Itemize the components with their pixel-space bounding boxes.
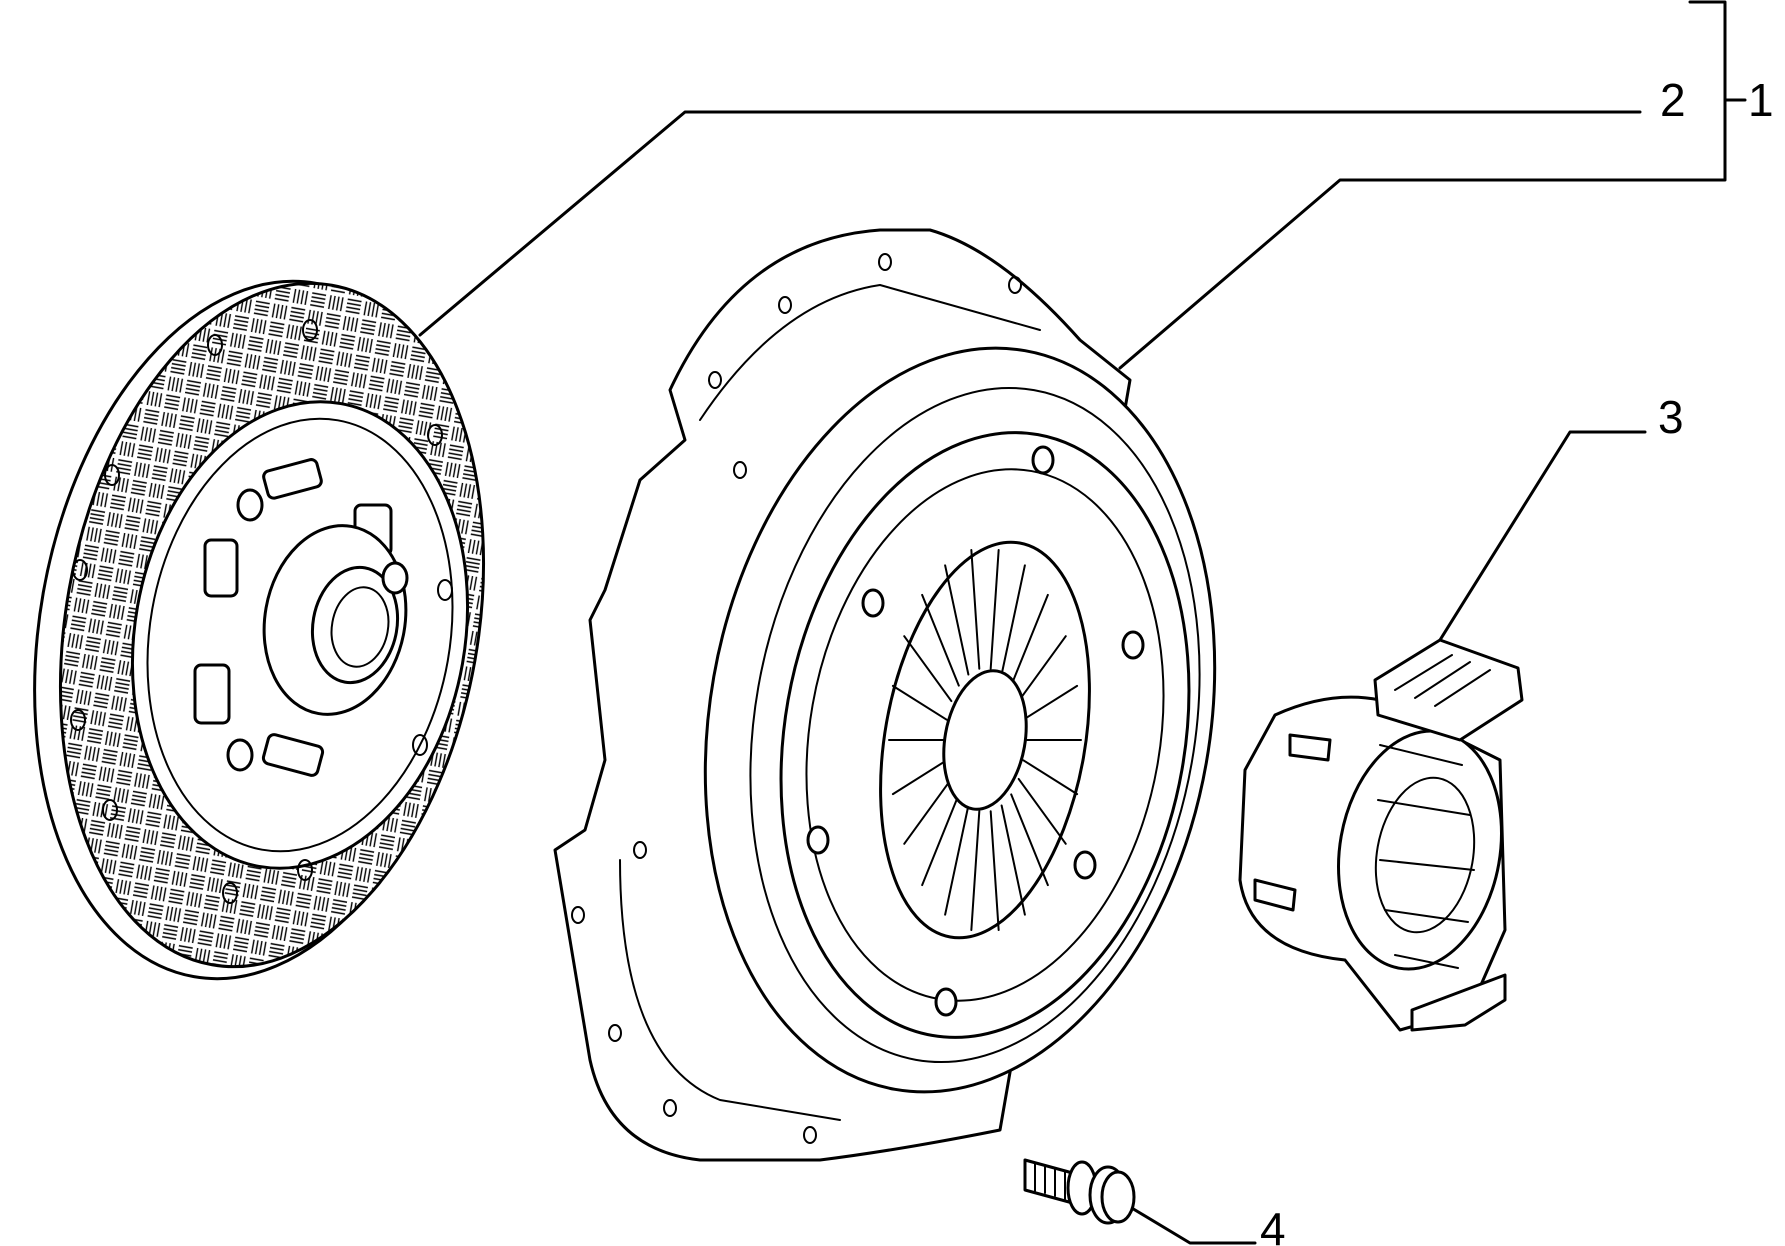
cover-bolt-holes — [571, 253, 1145, 1144]
diaphragm-spring-fingers — [888, 548, 1082, 932]
disc-rivets — [70, 319, 453, 904]
spring-finger — [944, 564, 970, 676]
callout-1: 1 — [1748, 74, 1774, 126]
spring-finger — [921, 593, 960, 687]
spring-finger — [970, 810, 981, 932]
spring-finger — [970, 548, 981, 670]
spring-finger — [1017, 777, 1067, 845]
callout-4: 4 — [1260, 1203, 1286, 1246]
spring-finger — [944, 804, 970, 916]
clutch-disc — [33, 279, 486, 981]
pressure-plate-cover — [553, 228, 1217, 1162]
spring-finger — [903, 777, 953, 845]
spring-finger — [1022, 684, 1079, 721]
disc-hub-springs — [193, 458, 393, 777]
spring-finger — [1000, 564, 1026, 676]
spring-finger — [1000, 804, 1026, 916]
callout-2: 2 — [1660, 74, 1686, 126]
release-bearing — [1238, 638, 1524, 1032]
spring-finger — [921, 793, 960, 887]
spring-finger — [903, 635, 953, 703]
spring-finger — [989, 810, 1000, 932]
mounting-bolt — [1023, 1158, 1136, 1225]
spring-finger — [1017, 635, 1067, 703]
spring-finger — [891, 759, 948, 796]
spring-finger — [1022, 759, 1079, 796]
leader-lines — [418, 0, 1747, 1245]
spring-finger — [1010, 593, 1049, 687]
callout-3: 3 — [1658, 391, 1684, 443]
spring-finger — [1010, 793, 1049, 887]
callout-labels: 1 2 3 4 — [1260, 74, 1774, 1246]
spring-finger — [989, 548, 1000, 670]
spring-finger — [891, 684, 948, 721]
